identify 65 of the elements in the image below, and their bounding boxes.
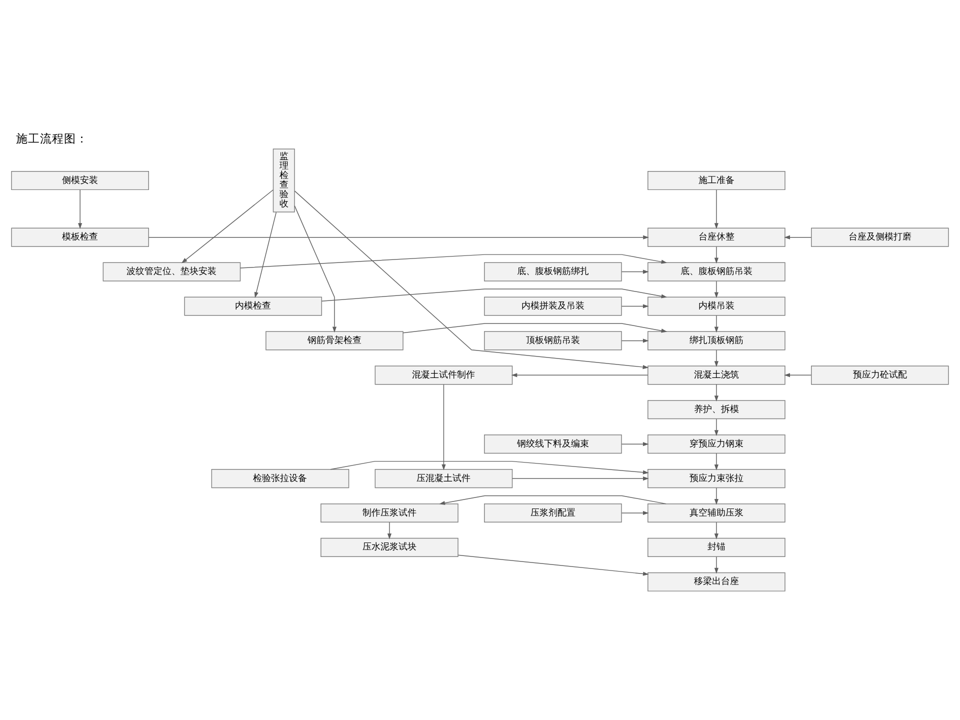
node-box: 施工准备 bbox=[648, 170, 786, 190]
arrow bbox=[714, 452, 718, 470]
arrow bbox=[714, 314, 718, 332]
arrow bbox=[511, 372, 648, 377]
arrow bbox=[621, 442, 649, 446]
arrow bbox=[78, 189, 82, 228]
arrow bbox=[714, 487, 718, 504]
arrow bbox=[387, 522, 392, 539]
arrow bbox=[294, 204, 337, 332]
node-box: 穿预应力钢束 bbox=[648, 434, 786, 454]
arrow bbox=[294, 190, 649, 369]
node-box: 模板检查 bbox=[11, 227, 149, 246]
arrow bbox=[784, 234, 812, 239]
arrow bbox=[321, 288, 668, 302]
arrow bbox=[181, 189, 274, 263]
arrow bbox=[439, 494, 666, 504]
node-box: 检验张拉设备 bbox=[211, 468, 350, 488]
node-box: 真空辅助压浆 bbox=[648, 502, 786, 522]
arrow bbox=[714, 189, 718, 228]
arrow bbox=[512, 476, 649, 480]
node-box: 绑扎顶板钢筋 bbox=[648, 330, 786, 350]
node-box: 封锚 bbox=[648, 537, 786, 556]
node-box: 预应力砼试配 bbox=[811, 365, 949, 384]
arrow bbox=[621, 269, 649, 274]
node-box: 预应力束张拉 bbox=[648, 468, 786, 488]
arrow bbox=[714, 384, 718, 401]
arrow bbox=[458, 554, 649, 576]
diagram-title: 施工流程图： bbox=[16, 130, 88, 145]
node-box: 内模拼装及吊装 bbox=[484, 296, 622, 316]
node-box: 台座休整 bbox=[648, 227, 786, 246]
node-box: 压水泥浆试块 bbox=[320, 537, 458, 556]
node-box: 钢绞线下料及编束 bbox=[484, 434, 622, 454]
node-box: 顶板钢筋吊装 bbox=[484, 330, 622, 350]
arrow bbox=[621, 304, 649, 308]
arrow bbox=[402, 322, 668, 333]
arrow bbox=[714, 522, 718, 539]
arrow bbox=[621, 510, 649, 515]
node-box: 侧模安装 bbox=[11, 170, 149, 190]
node-box: 压混凝土试件 bbox=[374, 468, 513, 488]
node-box: 养护、拆模 bbox=[648, 400, 786, 419]
node-box: 内模吊装 bbox=[648, 296, 786, 316]
node-box: 制作压浆试件 bbox=[320, 502, 458, 522]
node-box: 钢筋骨架检查 bbox=[266, 330, 404, 350]
node-box: 移梁出台座 bbox=[648, 572, 786, 591]
arrow bbox=[330, 460, 649, 474]
node-box: 监理检查验收 bbox=[272, 148, 295, 212]
arrow bbox=[714, 418, 718, 436]
arrow bbox=[442, 384, 446, 470]
node-box: 混凝土试件制作 bbox=[374, 365, 513, 384]
arrow bbox=[148, 234, 649, 239]
node-box: 底、腹板钢筋绑扎 bbox=[484, 262, 622, 281]
arrow bbox=[714, 349, 718, 367]
arrow bbox=[714, 246, 718, 264]
arrow bbox=[714, 556, 718, 574]
node-box: 压浆剂配置 bbox=[484, 502, 622, 522]
arrow bbox=[240, 254, 668, 268]
node-box: 底、腹板钢筋吊装 bbox=[648, 262, 786, 281]
node-box: 波纹管定位、垫块安装 bbox=[102, 262, 241, 281]
node-box: 内模检查 bbox=[184, 296, 322, 316]
arrow bbox=[254, 211, 277, 298]
node-box: 混凝土浇筑 bbox=[648, 365, 786, 384]
arrow bbox=[784, 372, 812, 377]
node-box: 台座及侧模打磨 bbox=[811, 227, 949, 246]
arrow bbox=[714, 280, 718, 298]
arrow bbox=[621, 338, 649, 342]
